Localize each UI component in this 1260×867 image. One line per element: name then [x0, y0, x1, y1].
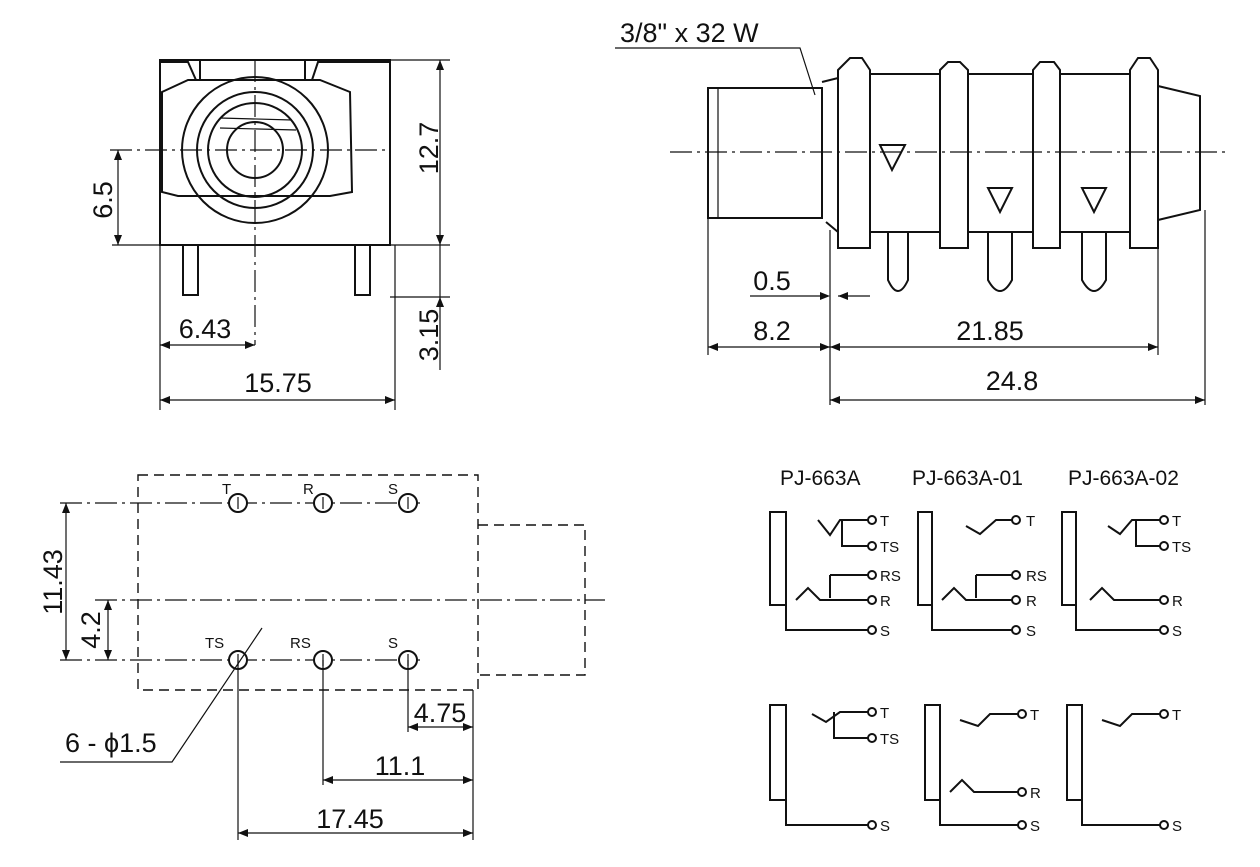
term-r: R — [1026, 593, 1037, 610]
pin-label-s-top: S — [388, 481, 398, 498]
dim-center-offset: 4.2 — [76, 611, 106, 649]
side-terminal-2 — [987, 232, 1013, 292]
side-flange-1 — [837, 57, 871, 249]
side-view: 3/8" x 32 W 0.5 8.2 21.85 24.8 — [615, 18, 1230, 405]
term-r: R — [880, 593, 891, 610]
pin-label-s-bottom: S — [388, 635, 398, 652]
schematic-pj663a02: T TS R S — [1061, 511, 1191, 640]
bottom-view: T R S TS RS S 11.43 4.2 6 - ϕ1.5 4.75 11… — [38, 474, 605, 840]
term-s: S — [1030, 818, 1040, 835]
side-flange-rear — [1129, 57, 1159, 249]
schematic-row2-3: T S — [1066, 704, 1182, 835]
pin-hole-s-top — [398, 493, 418, 513]
dim-row-spacing: 11.43 — [38, 549, 68, 615]
term-s: S — [880, 818, 890, 835]
term-t: T — [1030, 707, 1039, 724]
term-t: T — [1172, 707, 1181, 724]
front-body-outline — [159, 59, 391, 246]
dim-front-pin-length: 3.15 — [414, 309, 444, 362]
term-r: R — [1172, 593, 1183, 610]
dim-side-total: 24.8 — [986, 366, 1039, 396]
term-ts: TS — [880, 731, 899, 748]
schematic-pj663a: T TS RS R S — [769, 511, 901, 640]
dim-side-body: 21.85 — [956, 316, 1024, 346]
model-label-a01: PJ-663A-01 — [912, 467, 1023, 490]
pin-label-r: R — [303, 481, 314, 498]
front-pin-left — [182, 245, 199, 296]
term-r: R — [1030, 785, 1041, 802]
front-view: 12.7 6.5 6.43 15.75 3.15 — [88, 59, 450, 410]
schematic-pj663a01: T RS R S — [917, 511, 1047, 640]
pin-hole-r — [313, 493, 333, 513]
dim-side-nose: 8.2 — [753, 316, 791, 346]
thread-callout: 3/8" x 32 W — [620, 18, 759, 48]
pin-label-t: T — [222, 481, 231, 498]
dim-front-pin-offset: 6.43 — [179, 314, 232, 344]
term-s: S — [1026, 623, 1036, 640]
pin-label-ts: TS — [205, 635, 224, 652]
term-ts: TS — [1172, 539, 1191, 556]
term-s: S — [1172, 623, 1182, 640]
term-t: T — [1172, 513, 1181, 530]
term-s: S — [1172, 818, 1182, 835]
pin-hole-t — [228, 493, 248, 513]
term-t: T — [880, 705, 889, 722]
dim-front-height: 12.7 — [414, 122, 444, 175]
side-rear-cap — [1157, 85, 1201, 221]
term-s: S — [880, 623, 890, 640]
dim-edge: 4.75 — [414, 698, 467, 728]
term-rs: RS — [1026, 568, 1047, 585]
term-t: T — [1026, 513, 1035, 530]
model-label-a02: PJ-663A-02 — [1068, 467, 1179, 490]
model-label-a: PJ-663A — [780, 467, 861, 490]
dim-hole-size: 6 - ϕ1.5 — [65, 728, 157, 758]
schematics: PJ-663A PJ-663A-01 PJ-663A-02 T TS RS R … — [769, 467, 1191, 835]
dim-front-center: 6.5 — [88, 181, 118, 219]
front-pin-right — [354, 245, 371, 296]
dim-mid: 11.1 — [375, 751, 426, 781]
schematic-row2-1: T TS S — [769, 704, 899, 835]
term-t: T — [880, 513, 889, 530]
bottom-body-outline — [137, 474, 479, 691]
side-terminal-1 — [887, 232, 909, 292]
term-rs: RS — [880, 568, 901, 585]
side-terminal-3 — [1081, 232, 1107, 292]
dim-bottom-total: 17.45 — [316, 804, 384, 834]
pin-label-rs: RS — [290, 635, 311, 652]
dim-front-width: 15.75 — [244, 368, 312, 398]
schematic-row2-2: T R S — [924, 704, 1041, 835]
term-ts: TS — [880, 539, 899, 556]
dim-side-gap: 0.5 — [753, 266, 791, 296]
side-nose — [707, 87, 823, 219]
